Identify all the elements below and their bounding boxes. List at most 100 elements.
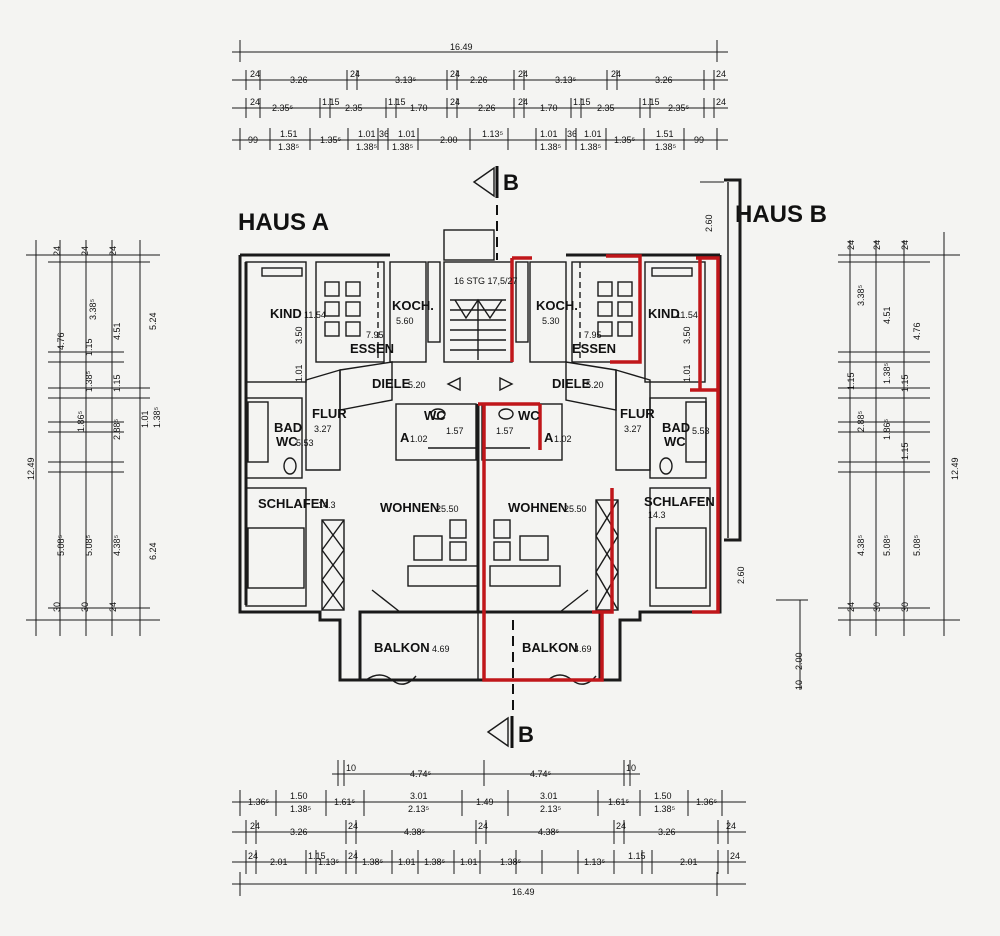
svg-text:1.61⁵: 1.61⁵: [608, 797, 630, 807]
svg-text:24: 24: [478, 821, 488, 831]
svg-text:2.26: 2.26: [470, 75, 488, 85]
svg-text:5.20: 5.20: [586, 380, 604, 390]
svg-text:4.74⁵: 4.74⁵: [530, 769, 552, 779]
svg-text:1.38⁵: 1.38⁵: [84, 370, 94, 392]
svg-text:24: 24: [900, 240, 910, 250]
svg-text:1.15: 1.15: [308, 851, 326, 861]
svg-text:24: 24: [348, 821, 358, 831]
svg-text:5.24: 5.24: [148, 312, 158, 330]
section-label-bottom: B: [518, 722, 534, 747]
svg-text:1.50: 1.50: [654, 791, 672, 801]
room-bad-b: BAD: [662, 420, 690, 435]
right-dimensions: 24 3.38⁵ 1.15 2.88⁵ 4.38⁵ 24 24 4.51 1.8…: [838, 232, 960, 636]
room-wohnen-a: WOHNEN: [380, 500, 439, 515]
stairs-label: 16 STG 17,5/27: [454, 276, 518, 286]
svg-text:1.38⁵: 1.38⁵: [500, 857, 522, 867]
svg-text:30: 30: [80, 602, 90, 612]
svg-text:24: 24: [730, 851, 740, 861]
svg-text:24: 24: [450, 69, 460, 79]
svg-text:1.01: 1.01: [294, 364, 304, 382]
svg-text:WC: WC: [276, 434, 298, 449]
svg-text:1.38⁵: 1.38⁵: [290, 804, 312, 814]
haus-a-label: HAUS A: [238, 209, 329, 236]
svg-text:7.95: 7.95: [584, 330, 602, 340]
svg-text:24: 24: [350, 69, 360, 79]
svg-text:3.50: 3.50: [294, 326, 304, 344]
svg-text:1.13⁵: 1.13⁵: [318, 857, 340, 867]
svg-text:11.54: 11.54: [676, 310, 698, 320]
room-diele-b: DIELE: [552, 376, 591, 391]
room-balkon-b: BALKON: [522, 640, 578, 655]
svg-text:4.74⁵: 4.74⁵: [410, 769, 432, 779]
rooms-haus-a: KIND 11.54 KOCH. 5.60 7.95 ESSEN DIELE 5…: [258, 298, 464, 655]
section-marker-top: B: [472, 166, 519, 260]
svg-text:3.26: 3.26: [290, 75, 308, 85]
svg-text:12.49: 12.49: [950, 457, 960, 480]
svg-text:1.15: 1.15: [573, 97, 591, 107]
svg-text:99: 99: [694, 135, 704, 145]
haus-b-outline: 2.60: [700, 178, 742, 542]
svg-text:1.86⁵: 1.86⁵: [76, 410, 86, 432]
svg-text:3.01: 3.01: [540, 791, 558, 801]
room-schlafen-a: SCHLAFEN: [258, 496, 329, 511]
svg-text:3.26: 3.26: [658, 827, 676, 837]
svg-text:1.01: 1.01: [398, 129, 416, 139]
svg-text:2.00: 2.00: [794, 652, 804, 670]
svg-text:1.01: 1.01: [540, 129, 558, 139]
svg-text:1.51: 1.51: [656, 129, 674, 139]
svg-text:1.01: 1.01: [358, 129, 376, 139]
svg-text:24: 24: [250, 97, 260, 107]
left-dimensions: 12.49 24 4.76 5.08⁵ 30 24 1.15 1.38⁵ 1.8…: [26, 240, 162, 636]
svg-text:2.01: 2.01: [270, 857, 288, 867]
svg-text:1.70: 1.70: [540, 103, 558, 113]
svg-text:3.38⁵: 3.38⁵: [856, 284, 866, 306]
room-abstell-a: A: [400, 430, 410, 445]
svg-text:1.15: 1.15: [112, 374, 122, 392]
room-diele-a: DIELE: [372, 376, 411, 391]
svg-text:2.26: 2.26: [478, 103, 496, 113]
svg-text:1.38⁵: 1.38⁵: [356, 142, 378, 152]
svg-text:4.51: 4.51: [112, 322, 122, 340]
svg-text:5.08⁵: 5.08⁵: [912, 534, 922, 556]
svg-text:1.02: 1.02: [554, 434, 572, 444]
highlight-outline: [478, 254, 720, 682]
svg-text:4.69: 4.69: [432, 644, 450, 654]
svg-text:11.54: 11.54: [304, 310, 326, 320]
svg-text:1.15: 1.15: [846, 372, 856, 390]
svg-text:1.50: 1.50: [290, 791, 308, 801]
svg-text:1.35⁵: 1.35⁵: [320, 135, 342, 145]
svg-text:1.38⁵: 1.38⁵: [654, 804, 676, 814]
svg-text:30: 30: [900, 602, 910, 612]
bottom-total-dim: 16.49: [512, 887, 535, 897]
svg-text:4.38⁵: 4.38⁵: [404, 827, 426, 837]
svg-text:24: 24: [616, 821, 626, 831]
svg-text:24: 24: [52, 246, 62, 256]
svg-text:2.60: 2.60: [736, 566, 746, 584]
svg-text:3.27: 3.27: [624, 424, 642, 434]
room-wc-b: WC: [518, 408, 540, 423]
rooms-haus-b: KIND 11.54 KOCH. 5.30 7.95 ESSEN DIELE 5…: [454, 276, 715, 655]
svg-text:4.76: 4.76: [56, 332, 66, 350]
svg-text:1.51: 1.51: [280, 129, 298, 139]
svg-text:1.38⁵: 1.38⁵: [424, 857, 446, 867]
bottom-dimensions: 10 4.74⁵ 4.74⁵ 10 1.36⁵ 1.50 1.61⁵ 3.01 …: [232, 760, 746, 897]
svg-text:1.38⁵: 1.38⁵: [540, 142, 562, 152]
svg-text:1.38⁵: 1.38⁵: [152, 406, 162, 428]
svg-text:4.69: 4.69: [574, 644, 592, 654]
svg-text:2.00: 2.00: [440, 135, 458, 145]
svg-text:3.01: 3.01: [410, 791, 428, 801]
top-dimensions: 16.49 24 3.26 24 3.13⁵ 24 2.26 24 3.13⁵ …: [232, 40, 728, 152]
svg-text:1.35⁵: 1.35⁵: [614, 135, 636, 145]
svg-text:5.08⁵: 5.08⁵: [56, 534, 66, 556]
svg-text:24: 24: [611, 69, 621, 79]
svg-text:24: 24: [250, 69, 260, 79]
svg-text:3.13⁵: 3.13⁵: [395, 75, 417, 85]
svg-text:1.36⁵: 1.36⁵: [248, 797, 270, 807]
svg-text:1.15: 1.15: [84, 338, 94, 356]
svg-text:3.50: 3.50: [682, 326, 692, 344]
svg-text:24: 24: [518, 97, 528, 107]
svg-text:24: 24: [108, 246, 118, 256]
svg-text:4.76: 4.76: [912, 322, 922, 340]
svg-text:5.53: 5.53: [692, 426, 710, 436]
